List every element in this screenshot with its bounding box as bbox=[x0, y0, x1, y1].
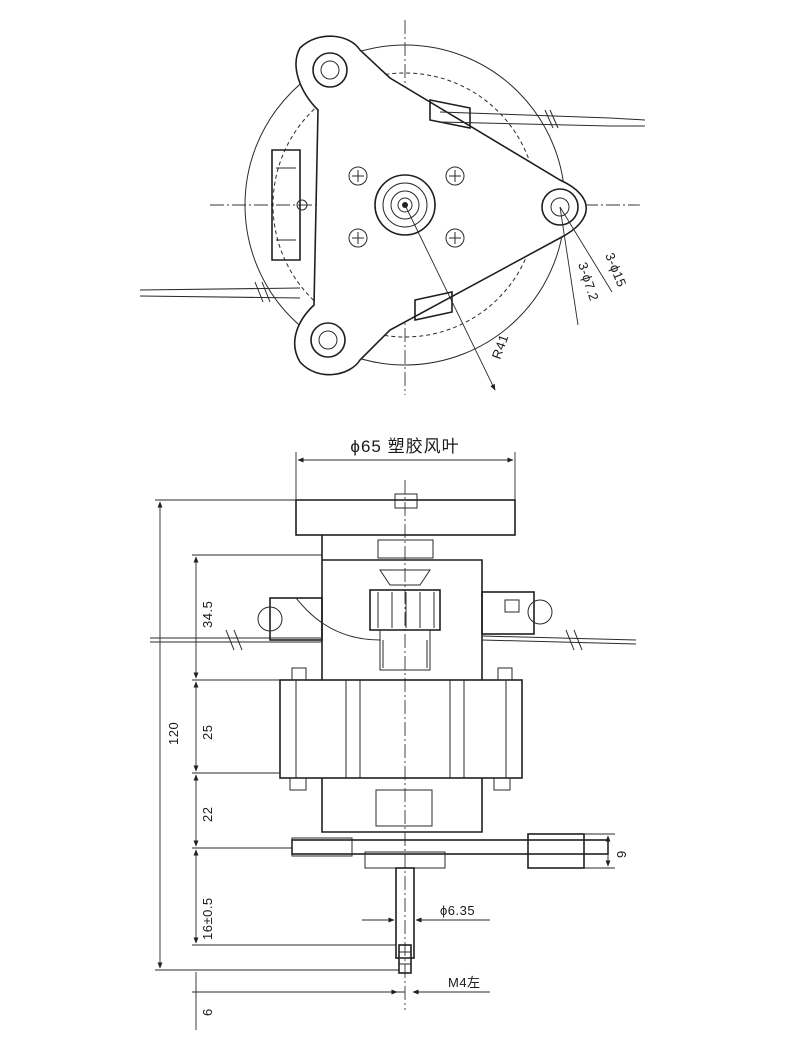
brush-spring-area bbox=[379, 629, 431, 671]
hole-leader-2 bbox=[559, 206, 579, 326]
radius-leader bbox=[404, 204, 496, 391]
lower-frame bbox=[321, 778, 483, 833]
total-height-label: 120 bbox=[166, 722, 181, 745]
stator-clip bbox=[497, 667, 513, 681]
screw-icon bbox=[348, 228, 368, 248]
lower-bearing bbox=[375, 789, 433, 827]
left-lead-wire bbox=[150, 637, 322, 643]
lead-wire-top bbox=[439, 109, 646, 129]
side-view: ϕ65 塑胶风叶 bbox=[150, 437, 637, 1030]
stator-laminations bbox=[295, 680, 507, 778]
upper-cap bbox=[379, 569, 431, 586]
stator-stack bbox=[279, 679, 523, 779]
stator-clip bbox=[493, 777, 511, 791]
upper-bearing bbox=[377, 539, 434, 559]
mount-hole-right bbox=[541, 188, 579, 226]
thread-label: M4左 bbox=[448, 975, 481, 990]
screw-icon bbox=[348, 166, 368, 186]
dim-16-label: 16±0.5 bbox=[200, 897, 215, 940]
dim-34-5-label: 34.5 bbox=[200, 601, 215, 628]
left-bracket-detail bbox=[276, 167, 296, 241]
dim-22-label: 22 bbox=[200, 807, 215, 822]
shaft-diameter-label: ϕ6.35 bbox=[440, 903, 475, 918]
screw-icon bbox=[445, 228, 465, 248]
lead-wire-bottom bbox=[139, 281, 301, 303]
left-screw-icon bbox=[296, 199, 308, 211]
brush-springs bbox=[382, 640, 428, 668]
mount-hole-top bbox=[312, 52, 348, 88]
top-brush-holder bbox=[429, 99, 471, 129]
mounting-plate bbox=[291, 839, 609, 855]
fan-label: ϕ65 塑胶风叶 bbox=[350, 437, 459, 456]
bottom-brush-holder bbox=[414, 291, 453, 321]
commutator-segments bbox=[377, 592, 435, 628]
screw-icon bbox=[445, 166, 465, 186]
threaded-shaft-end bbox=[398, 944, 412, 974]
right-lead-wire bbox=[481, 635, 637, 645]
right-wire-break bbox=[565, 629, 583, 651]
dim-6-label: 6 bbox=[200, 1008, 215, 1016]
mount-hole-bottom bbox=[310, 322, 346, 358]
dim-25-label: 25 bbox=[200, 725, 215, 740]
right-brush-assembly bbox=[481, 591, 553, 635]
upper-frame bbox=[321, 535, 483, 680]
radius-label: R41 bbox=[489, 332, 512, 361]
thread-lines bbox=[399, 951, 411, 965]
plate-tab-right bbox=[527, 833, 585, 869]
hole-leader-1 bbox=[559, 206, 613, 293]
hole-large-label: 3-ϕ7.2 bbox=[575, 260, 602, 303]
left-bracket bbox=[271, 149, 301, 261]
plate-thickness-label: 9 bbox=[614, 850, 629, 858]
stator-clip bbox=[291, 667, 307, 681]
triangular-mount-plate bbox=[293, 35, 587, 376]
top-view: R41 3-ϕ15 3-ϕ7.2 bbox=[139, 20, 646, 395]
left-wire-break bbox=[225, 629, 243, 651]
left-brush-assembly bbox=[257, 597, 381, 641]
fan-nut bbox=[394, 493, 418, 509]
fan-blade bbox=[295, 499, 516, 536]
stator-clip bbox=[289, 777, 307, 791]
plate-tab-left bbox=[291, 837, 353, 857]
